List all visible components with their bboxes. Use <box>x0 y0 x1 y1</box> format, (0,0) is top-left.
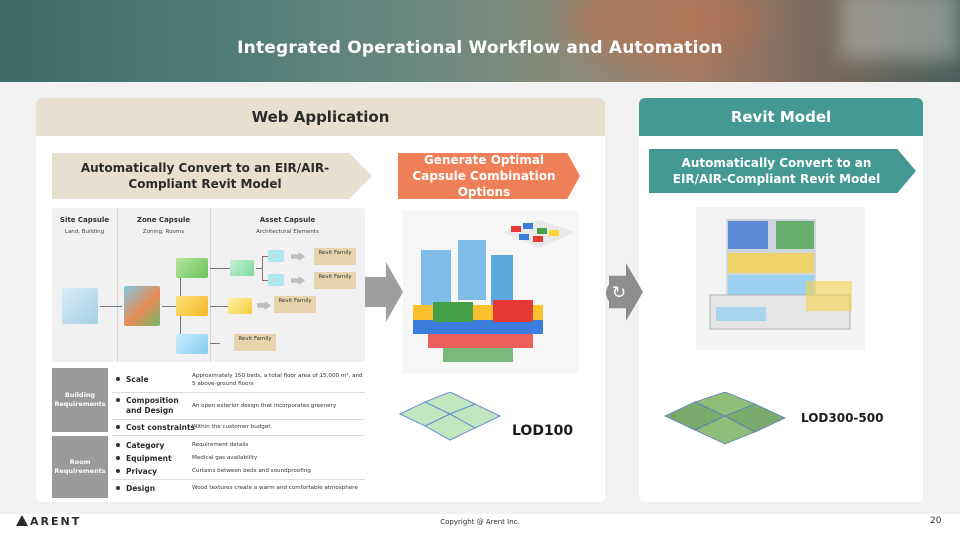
capsule-combination-image <box>403 210 579 374</box>
sync-icon: ↻ <box>606 280 632 306</box>
lod100-label: LOD100 <box>512 423 574 439</box>
capsule-diagram: Site Capsule Land, Building Zone Capsule… <box>52 208 365 362</box>
page-number: 20 <box>930 516 942 526</box>
arrow-icon <box>257 301 271 310</box>
convert-step-label: Automatically Convert to an EIR/AIR-Comp… <box>80 160 330 191</box>
logo-mark-icon <box>16 515 28 526</box>
revit-convert-step-arrow: Automatically Convert to an EIR/AIR-Comp… <box>649 149 916 193</box>
zone-capsule-heading: Zone Capsule Zoning, Rooms <box>136 216 191 235</box>
lod300-500-label: LOD300-500 <box>801 411 884 425</box>
revit-family-label: Revit Family <box>314 248 356 265</box>
slide-title: Integrated Operational Workflow and Auto… <box>237 38 723 58</box>
element-cube <box>268 274 284 286</box>
asset-capsule-heading: Asset Capsule Architectural Elements <box>256 216 319 235</box>
arrow-icon <box>291 252 305 261</box>
generate-step-label: Generate Optimal Capsule Combination Opt… <box>412 152 556 200</box>
convert-step-arrow: Automatically Convert to an EIR/AIR-Comp… <box>52 153 372 199</box>
generate-step-arrow: Generate Optimal Capsule Combination Opt… <box>398 153 580 199</box>
revit-model-image <box>696 207 865 350</box>
arrow-icon <box>291 276 305 285</box>
yellow-asset-cube <box>176 296 208 316</box>
revit-family-label: Revit Family <box>274 296 316 313</box>
revit-model-header: Revit Model <box>639 98 923 136</box>
header-banner: Integrated Operational Workflow and Auto… <box>0 0 960 82</box>
yellow-element-cube <box>228 298 252 314</box>
site-capsule-cube <box>62 288 98 324</box>
building-requirements-label: Building Requirements <box>52 368 108 432</box>
requirements-table: Building Requirements Room Requirements … <box>52 368 365 498</box>
site-capsule-heading: Site Capsule Land, Building <box>59 216 110 235</box>
revit-convert-step-label: Automatically Convert to an EIR/AIR-Comp… <box>672 155 881 186</box>
room-requirements-label: Room Requirements <box>52 436 108 498</box>
revit-family-label: Revit Family <box>314 272 356 289</box>
element-cube <box>268 250 284 262</box>
arent-logo: ARENT <box>16 515 81 528</box>
blue-asset-cube <box>176 334 208 354</box>
banner-decoration <box>840 0 960 60</box>
green-asset-cube <box>176 258 208 278</box>
zone-capsule-cube <box>124 286 160 326</box>
copyright-text: Copyright @ Arent Inc. <box>440 518 520 526</box>
lod100-wireframe-model <box>398 392 502 441</box>
green-element-cube <box>230 260 254 276</box>
web-application-header: Web Application <box>36 98 605 136</box>
lod300-500-model <box>664 392 786 445</box>
revit-family-label: Revit Family <box>234 334 276 351</box>
